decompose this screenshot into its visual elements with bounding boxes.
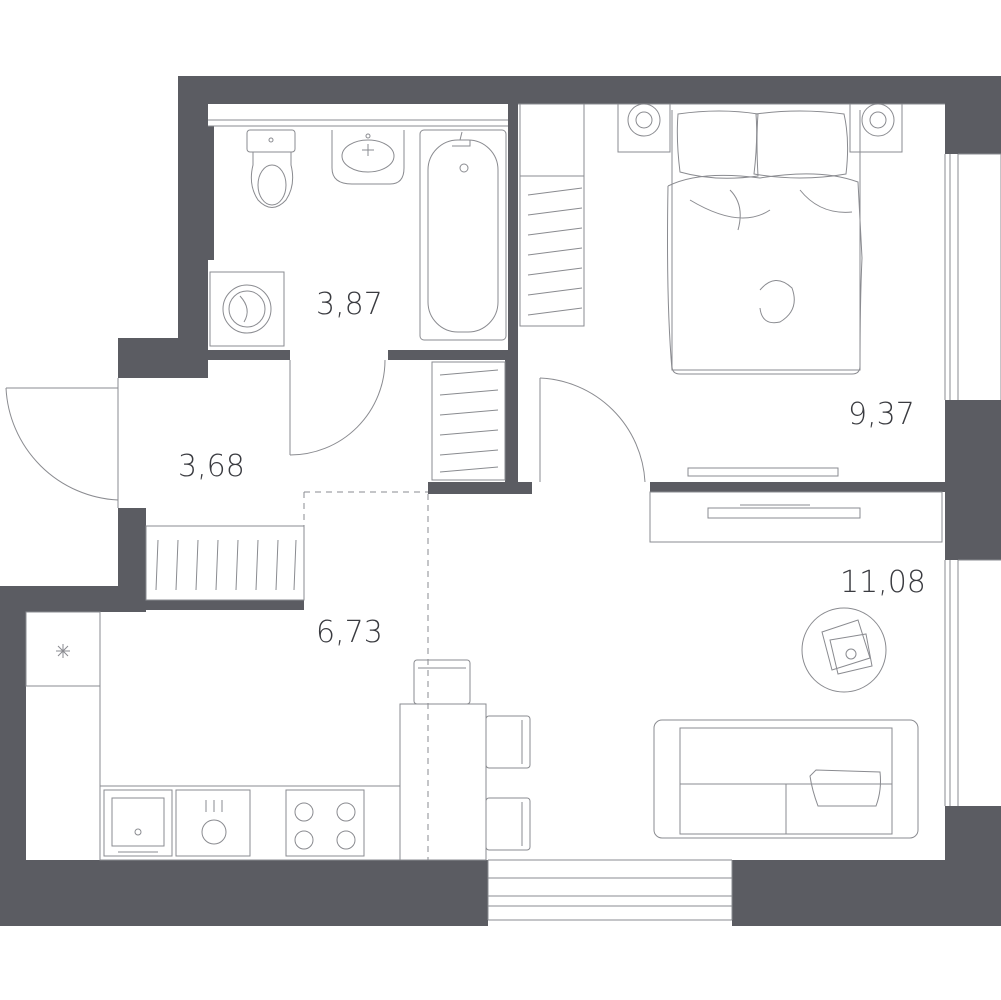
washing-machine-icon (209, 271, 285, 347)
area-label-kitchen: 6,73 (316, 615, 383, 650)
oven-icon (103, 789, 173, 857)
coffee-table-icon (801, 607, 887, 693)
sofa-icon (653, 719, 919, 839)
bed-icon (667, 110, 863, 375)
inner-lines (117, 103, 945, 380)
closet-small (431, 361, 506, 481)
nightstand-left-icon (617, 103, 671, 153)
wardrobe (519, 103, 585, 327)
chair-right-2-icon (485, 797, 531, 851)
kitchen-sink-icon (175, 789, 251, 857)
bathtub-icon (419, 129, 507, 341)
area-label-bedroom: 9,37 (848, 397, 915, 432)
cooktop-icon (285, 789, 365, 857)
area-label-hallway: 3,68 (178, 449, 245, 484)
fridge-icon (25, 611, 101, 687)
tv-stand-icon (649, 491, 943, 543)
kitchen-counter (26, 612, 401, 861)
chair-right-1-icon (485, 715, 531, 769)
area-label-living: 11,08 (840, 565, 926, 600)
nightstand-right-icon (849, 103, 903, 153)
dining-table-icon (399, 703, 487, 861)
windows (487, 153, 1001, 921)
toilet-icon (246, 129, 296, 208)
hallway-wardrobe (145, 525, 305, 601)
tv-bedroom-icon (687, 467, 839, 477)
chair-top-icon (413, 659, 471, 705)
area-label-bathroom: 3,87 (316, 287, 383, 322)
sink-icon (331, 130, 405, 185)
walls (0, 76, 1001, 926)
